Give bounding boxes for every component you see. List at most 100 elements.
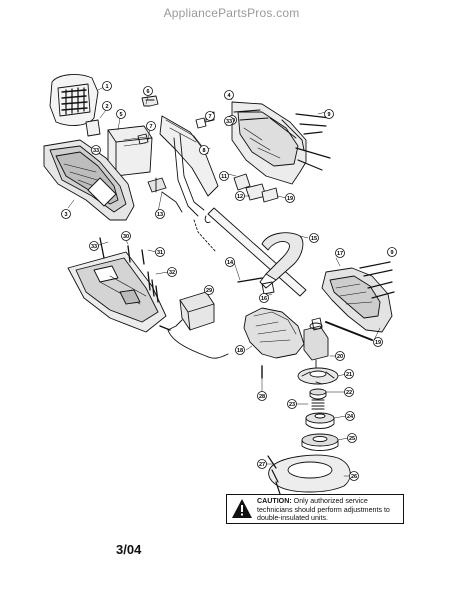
- callout-label: 31: [157, 250, 163, 256]
- callout-label: 33: [93, 148, 99, 154]
- part-guard: [268, 454, 351, 493]
- callout-label: 24: [347, 414, 354, 420]
- callout-9-a: 9: [324, 109, 334, 119]
- callout-11: 11: [219, 171, 229, 181]
- part-charger-grip: [49, 74, 99, 126]
- screws-part-30: [99, 237, 159, 303]
- caution-title: CAUTION:: [257, 497, 292, 505]
- callout-19-b: 19: [373, 337, 383, 347]
- callout-27: 27: [257, 459, 267, 469]
- callout-label: 9: [390, 250, 393, 256]
- part-bracket: [141, 95, 159, 107]
- callout-13: 13: [155, 209, 165, 219]
- callout-22: 22: [344, 387, 354, 397]
- callout-label: 14: [227, 260, 234, 266]
- callout-1: 1: [102, 81, 112, 91]
- callout-33-b: 33: [91, 145, 101, 155]
- callout-26: 26: [349, 471, 359, 481]
- callout-label: 4: [227, 93, 231, 99]
- callout-20: 20: [335, 351, 345, 361]
- part-upper-housing: [231, 101, 307, 185]
- callout-2: 2: [102, 101, 112, 111]
- part-charger-base: [67, 251, 167, 333]
- callout-label: 23: [289, 402, 295, 408]
- callout-label: 28: [259, 394, 265, 400]
- callout-label: 2: [105, 104, 108, 110]
- part-rod-19: [325, 321, 373, 341]
- screws-part-9: [295, 113, 331, 171]
- callout-label: 19: [287, 196, 293, 202]
- callout-15: 15: [309, 233, 319, 243]
- part-motor-housing: [321, 267, 393, 333]
- callout-label: 25: [349, 436, 355, 442]
- callout-24: 24: [345, 411, 355, 421]
- screw-part-14: [237, 277, 263, 283]
- callout-label: 26: [351, 474, 357, 480]
- callout-label: 7: [208, 114, 211, 120]
- callout-30: 30: [121, 231, 131, 241]
- callout-12: 12: [235, 191, 245, 201]
- callout-label: 32: [169, 270, 175, 276]
- callout-28: 28: [257, 391, 267, 401]
- callout-4: 4: [224, 90, 234, 100]
- screws-part-10: [233, 109, 269, 121]
- watermark: AppliancePartsPros.com: [163, 6, 300, 20]
- callout-label: 33: [91, 244, 97, 250]
- callout-6: 6: [143, 86, 153, 96]
- screws-part-27: [267, 455, 281, 495]
- caution-body: Only authorized service technicians shou…: [257, 497, 390, 523]
- part-connector-13: [147, 177, 167, 193]
- callout-29: 29: [204, 285, 214, 295]
- part-tab-11: [233, 173, 251, 191]
- callout-7-a: 7: [205, 111, 215, 121]
- part-transformer: [167, 291, 229, 359]
- callout-label: 7: [149, 124, 152, 130]
- screws-part-9-lower: [359, 261, 395, 299]
- callout-31: 31: [155, 247, 165, 257]
- part-battery: [107, 125, 153, 177]
- callout-32: 32: [167, 267, 177, 277]
- callout-label: 12: [237, 194, 243, 200]
- callout-label: 33: [226, 119, 232, 125]
- callout-33-a: 33: [89, 241, 99, 251]
- callout-23: 23: [287, 399, 297, 409]
- part-head-housing: [243, 307, 305, 359]
- callout-label: 9: [327, 112, 330, 118]
- callout-label: 5: [119, 112, 122, 118]
- part-tab-19: [261, 187, 279, 203]
- callout-label: 18: [237, 348, 243, 354]
- callout-16: 16: [259, 293, 269, 303]
- callout-33-c: 33: [224, 116, 234, 126]
- caution-box: CAUTION: Only authorized service technic…: [226, 494, 404, 524]
- callout-21: 21: [344, 369, 354, 379]
- callout-label: 20: [337, 354, 343, 360]
- part-spring: [311, 399, 325, 410]
- part-base-housing: [43, 139, 135, 221]
- callout-label: 13: [157, 212, 163, 218]
- revision-date: 3/04: [116, 542, 142, 557]
- part-16: [261, 281, 275, 295]
- callout-label: 21: [346, 372, 352, 378]
- callout-label: 1: [105, 84, 108, 90]
- callout-label: 3: [64, 212, 67, 218]
- part-clip: [137, 133, 149, 145]
- callout-9-b: 9: [387, 247, 397, 257]
- callout-3: 3: [61, 209, 71, 219]
- part-spool-cap: [301, 433, 339, 451]
- callout-label: 29: [206, 288, 212, 294]
- part-spool: [305, 412, 335, 429]
- callout-label: 8: [202, 148, 205, 154]
- callout-14: 14: [225, 257, 235, 267]
- callout-label: 15: [311, 236, 317, 242]
- callout-label: 22: [346, 390, 352, 396]
- part-sleeve: [85, 119, 101, 137]
- part-clip-12: [195, 117, 207, 129]
- caution-text: CAUTION: Only authorized service technic…: [257, 497, 403, 523]
- callout-25: 25: [347, 433, 357, 443]
- callout-8: 8: [199, 145, 209, 155]
- part-switch-housing: [159, 115, 219, 217]
- part-fan: [297, 367, 339, 385]
- callout-19-a: 19: [285, 193, 295, 203]
- callout-label: 11: [221, 174, 227, 180]
